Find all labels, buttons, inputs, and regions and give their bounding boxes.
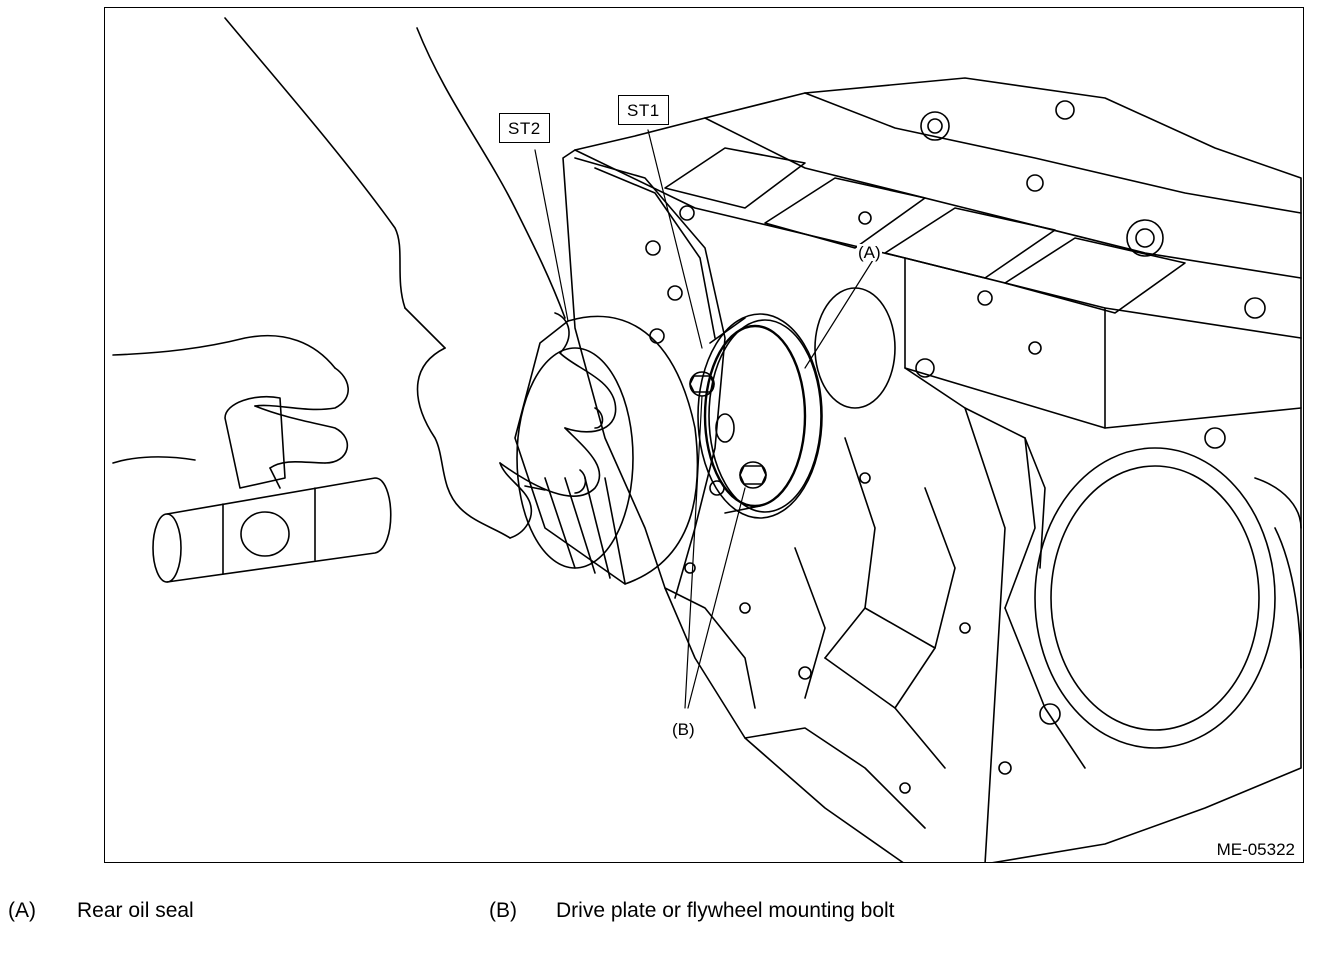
- legend-key-a: (A): [8, 899, 36, 922]
- installer-drum: [514, 315, 699, 585]
- figure-id: ME-05322: [1216, 840, 1295, 859]
- legend-key-b: (B): [489, 899, 517, 922]
- legend-text-a: Rear oil seal: [77, 899, 194, 922]
- callout-b: (B): [671, 720, 696, 739]
- right-hand: [224, 17, 617, 539]
- legend-text-b: Drive plate or flywheel mounting bolt: [556, 899, 895, 922]
- left-hand: [112, 334, 349, 489]
- engine-block: [562, 77, 1302, 862]
- hammer: [152, 395, 392, 583]
- callout-st2: ST2: [499, 113, 550, 143]
- callout-a: (A): [857, 243, 882, 262]
- leader-lines: [534, 129, 874, 709]
- figure-frame: ST1 ST2 (A) (B) ME-05322: [104, 7, 1304, 863]
- callout-st1: ST1: [618, 95, 669, 125]
- engine-illustration: [112, 17, 1302, 862]
